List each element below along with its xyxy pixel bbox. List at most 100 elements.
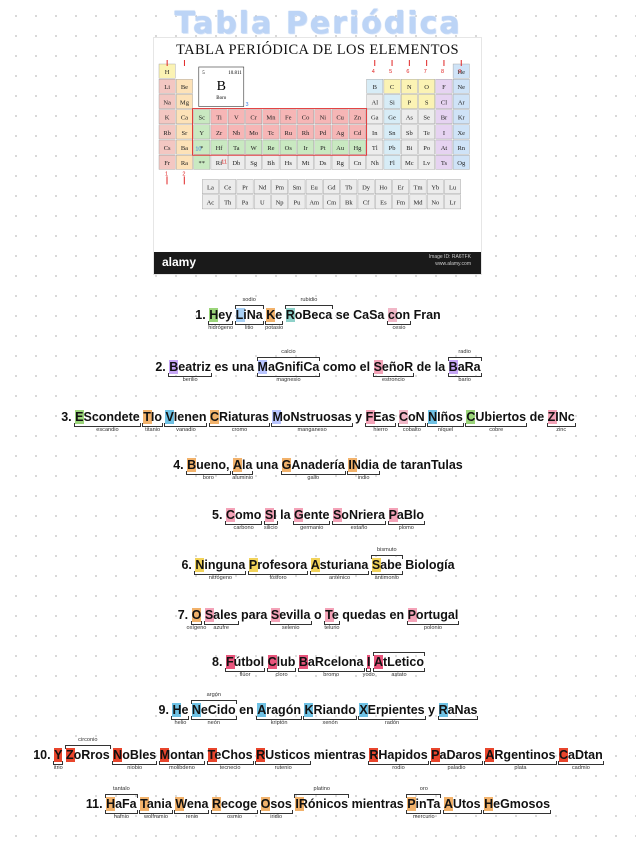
line-number: 6. (181, 558, 192, 572)
element-cell: Ge (383, 109, 401, 124)
element-bracket (171, 716, 190, 720)
element-symbol: V (234, 115, 239, 122)
line-number: 1. (195, 308, 206, 322)
element-cell: Ac (202, 194, 219, 210)
element-bracket (208, 423, 270, 427)
element-symbol: Eu (311, 185, 319, 192)
element-bracket (174, 810, 210, 814)
element-label: aluminio (232, 475, 254, 481)
element-bracket (397, 423, 426, 427)
line-number: 11. (85, 797, 103, 811)
element-symbol: Sr (182, 130, 189, 137)
element-symbol: Mc (405, 160, 414, 167)
element-symbol: He (457, 69, 465, 76)
element-symbol: Cn (354, 160, 362, 167)
element-symbol: Fe (285, 115, 292, 122)
element-label: platino (313, 786, 330, 792)
element-bracket (266, 668, 297, 672)
element-cell: Tm (409, 179, 427, 194)
element-label: plata (514, 765, 527, 771)
element-symbol: H (165, 69, 170, 76)
element-symbol: Bi (406, 145, 412, 152)
element-label: flúor (239, 672, 251, 678)
element-label: cadmio (571, 765, 590, 771)
element-cell: Cm (323, 194, 340, 210)
marker-number: 9 (458, 69, 461, 75)
element-cell: B (366, 79, 384, 94)
periodic-table-heading: TABLA PERIÓDICA DE LOS ELEMENTOS (176, 42, 459, 58)
marker-number: 10 (195, 147, 201, 153)
element-label: fósforo (269, 575, 287, 581)
element-cell: Mo (245, 124, 262, 140)
image-id-label: Image ID: RA6TFK (428, 254, 471, 260)
element-cell: Ga (366, 109, 384, 124)
marker-number: 2 (182, 172, 185, 178)
element-cell: * (193, 139, 211, 155)
mnemonic-word: HeGmosos (483, 797, 552, 814)
element-cell: Pa (236, 194, 254, 210)
element-label: cobalto (402, 427, 421, 433)
element-symbol: Tc (268, 130, 275, 137)
element-bracket (263, 521, 278, 525)
element-symbol: Te (423, 130, 430, 137)
element-symbol: Li (164, 84, 170, 91)
mnemonic-word: Fran (413, 308, 441, 322)
element-cell: Be (176, 79, 193, 94)
mnemonic-word: la (434, 360, 446, 374)
element-symbol: Pu (293, 200, 301, 207)
element-symbol: Fm (396, 200, 405, 207)
element-label: oro (419, 786, 428, 792)
element-bracket (259, 810, 293, 814)
mnemonic-word: y (428, 703, 436, 717)
element-symbol: In (372, 130, 378, 137)
element-bracket (105, 794, 138, 798)
element-symbol: Ge (388, 115, 396, 122)
element-symbol: Bh (267, 160, 275, 167)
element-bracket (447, 373, 482, 377)
element-symbol: O (424, 84, 429, 91)
element-symbol: Ru (284, 130, 292, 137)
element-symbol: Pa (242, 200, 249, 207)
element-cell: Si (383, 94, 401, 109)
element-label: wolframio (144, 814, 168, 820)
element-cell: Bh (262, 154, 280, 170)
element-label: neón (207, 720, 221, 726)
element-symbol: Ag (336, 130, 345, 137)
element-symbol: P (408, 99, 412, 106)
element-symbol: Nh (371, 160, 380, 167)
element-symbol: Np (276, 200, 284, 207)
element-label: indio (357, 475, 370, 481)
mnemonic-word: en (239, 703, 254, 717)
element-cell: Hs (279, 154, 297, 170)
element-cell: Ag (331, 124, 349, 140)
element-bracket (347, 471, 380, 475)
element-symbol: At (441, 145, 448, 152)
element-cell: Lr (444, 194, 461, 210)
mnemonic-word: Bueno,boro (186, 458, 231, 481)
line-number: 10. (33, 748, 51, 762)
element-symbol: W (251, 145, 258, 152)
element-label: potasio (265, 325, 284, 331)
element-symbol: Pr (242, 185, 249, 192)
element-label: titanio (145, 427, 161, 433)
element-symbol: Al (372, 99, 379, 106)
element-cell: W (245, 139, 262, 155)
element-cell: Na (158, 94, 176, 109)
marker-number: 3 (246, 102, 249, 108)
element-cell: Es (375, 194, 392, 210)
element-symbol: Cd (354, 130, 362, 137)
